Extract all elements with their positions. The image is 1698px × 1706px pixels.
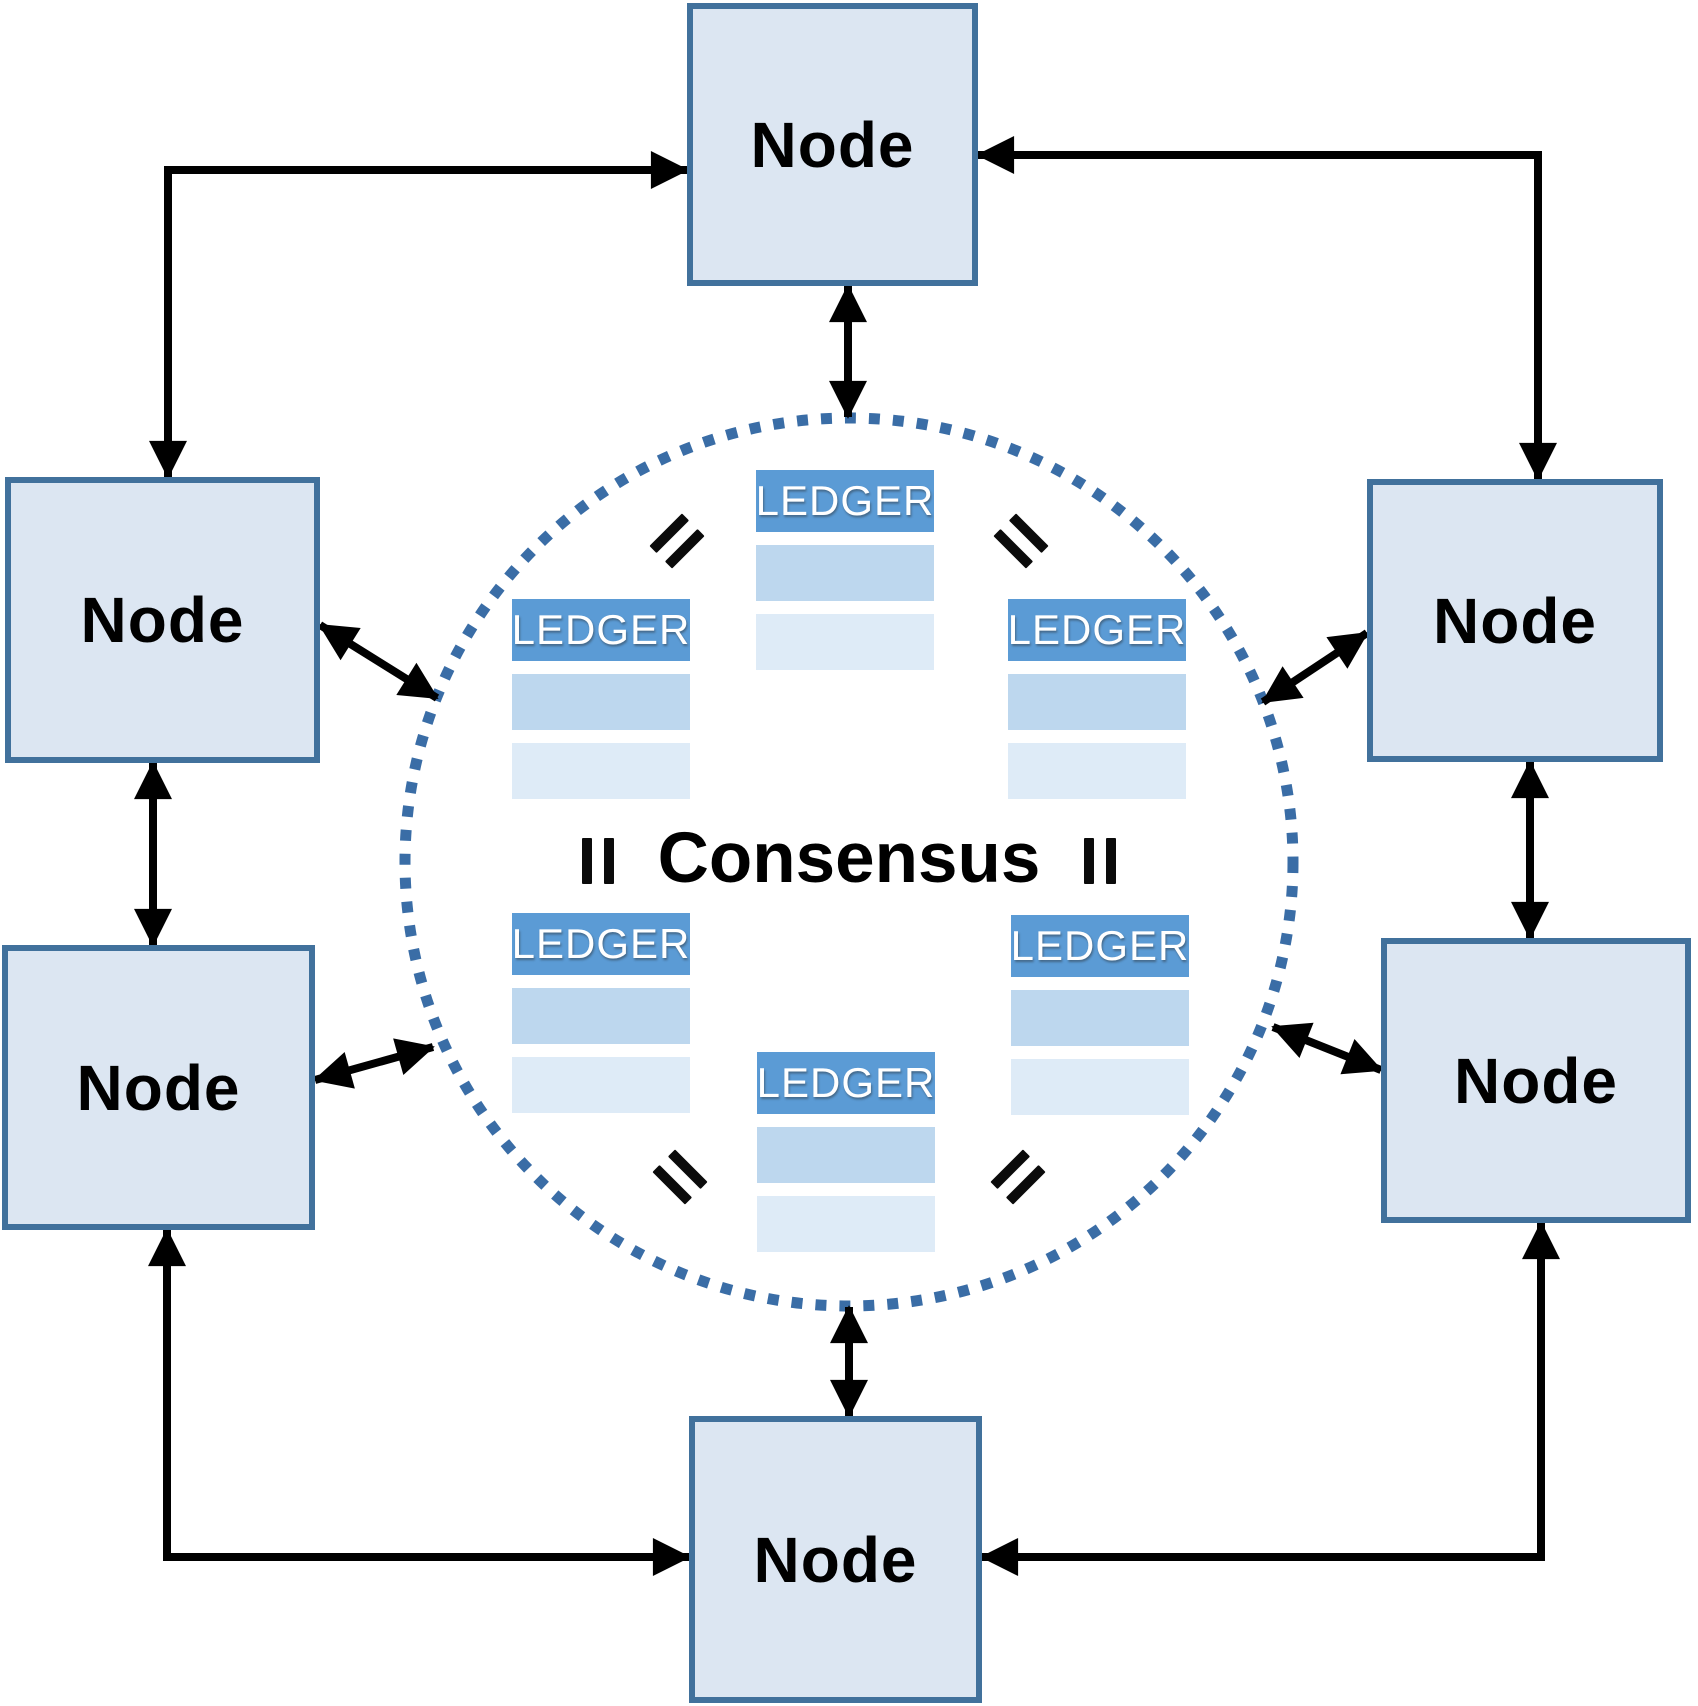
ledger-table-bottom: LEDGER bbox=[757, 1052, 935, 1252]
ledger-row bbox=[512, 674, 690, 730]
node-label: Node bbox=[1454, 1044, 1618, 1117]
node-label: Node bbox=[80, 584, 245, 656]
node-box-upper-left: Node bbox=[5, 477, 320, 763]
arrow-bottom-node-to-lowerleft-node bbox=[148, 1228, 691, 1576]
arrow-lowerleft-node-to-circle bbox=[313, 1038, 435, 1089]
ledger-row bbox=[757, 1127, 935, 1183]
arrow-bottom-node-to-lowerright-node bbox=[980, 1221, 1560, 1576]
ledger-row bbox=[512, 743, 690, 799]
ledger-row bbox=[756, 545, 934, 601]
node-box-lower-left: Node bbox=[2, 945, 315, 1230]
ledger-row bbox=[756, 614, 934, 670]
arrow-top-node-to-upperright-node bbox=[976, 136, 1557, 481]
ledger-table-lower-right: LEDGER bbox=[1011, 915, 1189, 1115]
ledger-table-middle-left: LEDGER bbox=[512, 599, 690, 799]
consensus-title: Consensus bbox=[657, 819, 1041, 898]
ledger-row bbox=[1011, 990, 1189, 1046]
node-box-bottom: Node bbox=[689, 1416, 982, 1703]
ledger-row bbox=[757, 1196, 935, 1252]
arrow-upperright-node-to-circle bbox=[1260, 629, 1370, 706]
ledger-header: LEDGER bbox=[757, 1052, 935, 1114]
node-label: Node bbox=[753, 1523, 918, 1596]
ledger-header: LEDGER bbox=[1011, 915, 1189, 977]
node-label: Node bbox=[750, 108, 915, 181]
arrow-top-node-to-upperleft-node bbox=[149, 151, 689, 479]
node-box-lower-right: Node bbox=[1381, 938, 1691, 1223]
ledger-table-middle-right: LEDGER bbox=[1008, 599, 1186, 799]
ledger-row bbox=[1008, 743, 1186, 799]
ledger-row bbox=[512, 988, 690, 1044]
node-box-top: Node bbox=[687, 3, 978, 286]
ledger-header: LEDGER bbox=[756, 470, 934, 532]
ledger-row bbox=[1011, 1059, 1189, 1115]
node-box-upper-right: Node bbox=[1367, 479, 1663, 762]
ledger-row bbox=[512, 1057, 690, 1113]
ledger-table-lower-left: LEDGER bbox=[512, 913, 690, 1113]
arrow-upperleft-node-to-circle bbox=[317, 621, 440, 702]
ledger-header: LEDGER bbox=[1008, 599, 1186, 661]
ledger-header: LEDGER bbox=[512, 913, 690, 975]
node-label: Node bbox=[76, 1051, 241, 1124]
arrow-lowerright-node-to-circle bbox=[1271, 1022, 1383, 1075]
ledger-table-top: LEDGER bbox=[756, 470, 934, 670]
ledger-header: LEDGER bbox=[512, 599, 690, 661]
ledger-row bbox=[1008, 674, 1186, 730]
node-label: Node bbox=[1433, 584, 1597, 657]
